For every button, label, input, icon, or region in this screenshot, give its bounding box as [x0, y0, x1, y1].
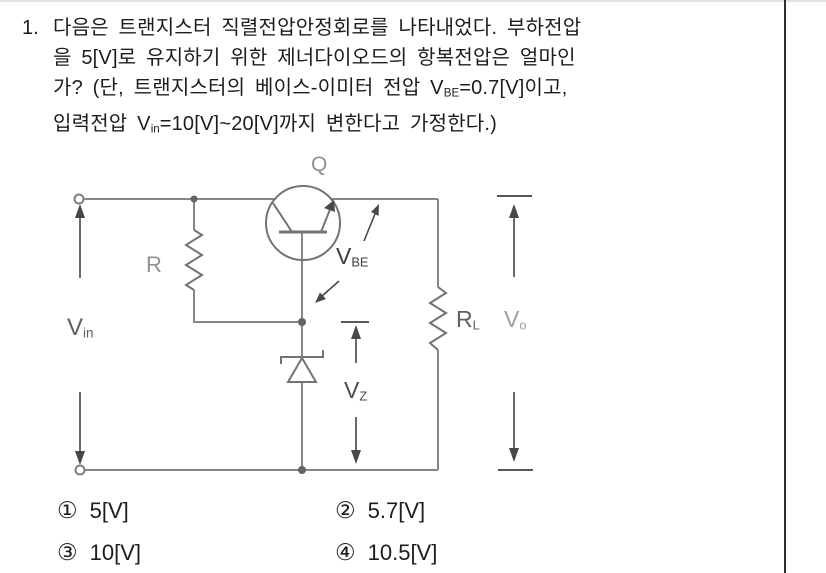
vbe-arrow-emitter-head: [371, 204, 379, 216]
vin-subscript: in: [150, 122, 160, 136]
choice-3: ③ 10[V]: [57, 539, 335, 566]
zener-anode-triangle: [286, 356, 318, 383]
label-vo-sub: o: [519, 317, 527, 333]
label-vo-main: V: [504, 306, 520, 332]
choice-1: ① 5[V]: [57, 497, 335, 524]
label-vz-sub: Z: [359, 388, 368, 404]
transistor-emitter-arrowhead: [324, 200, 335, 212]
choice-3-label: 10[V]: [89, 540, 141, 565]
vz-measure: [341, 321, 369, 464]
question-line-3-pre: 가? (단, 트랜지스터의 베이스-이미터 전압 V: [53, 77, 444, 99]
question-line-4-pre: 입력전압 V: [53, 112, 151, 135]
vo-arrow-up-head: [509, 204, 519, 218]
label-vz-main: V: [344, 377, 360, 403]
question-line-3-post: =0.7[V]이고,: [459, 77, 568, 99]
question-line-4-post: =10[V]~20[V]까지 변한다고 가정한다.): [159, 112, 498, 135]
question-text: 다음은 트랜지스터 직렬전압안정회로를 나타내었다. 부하전압 을 5[V]로 …: [53, 13, 772, 144]
label-vin: Vin: [67, 314, 93, 342]
question-line-2: 을 5[V]로 유지하기 위한 제너다이오드의 항복전압은 얼마인: [53, 43, 772, 73]
question-line-1-text: 다음은 트랜지스터 직렬전압안정회로를 나타내었다. 부하전압: [53, 17, 582, 39]
label-vz: VZ: [344, 377, 367, 404]
transistor-emitter-lead: [320, 206, 332, 233]
choice-2: ② 5.7[V]: [335, 497, 437, 524]
label-vo: Vo: [504, 306, 527, 333]
question-number: 1.: [22, 17, 39, 39]
label-vin-main: V: [67, 314, 84, 341]
vin-arrow-down-head: [75, 451, 85, 465]
label-rl-sub: L: [472, 317, 480, 333]
vo-arrow-down-head: [509, 448, 519, 462]
label-rl-main: R: [456, 306, 473, 332]
vin-arrow-up-head: [75, 204, 85, 218]
question-line-2-text: 을 5[V]로 유지하기 위한 제너다이오드의 항복전압은 얼마인: [53, 47, 576, 69]
input-terminal-top: [73, 193, 85, 205]
vo-measure: [497, 195, 533, 471]
label-rl: RL: [456, 306, 480, 333]
label-vbe-main: V: [336, 243, 352, 269]
label-r-text: R: [146, 252, 162, 277]
zener-diode: [280, 350, 324, 383]
answer-choices: ① 5[V] ② 5.7[V] ③ 10[V] ④ 10.5[V]: [57, 497, 437, 566]
vbe-arrow-base-head: [315, 292, 326, 303]
node-r-top: [190, 195, 198, 203]
label-vbe-sub: BE: [351, 254, 369, 270]
choice-3-number: ③: [57, 539, 78, 565]
vbe-subscript: BE: [443, 86, 460, 100]
transistor-q: [265, 185, 341, 261]
vz-arrow-down-head: [351, 450, 361, 464]
transistor-body-circle: [265, 185, 341, 261]
question-line-1: 다음은 트랜지스터 직렬전압안정회로를 나타내었다. 부하전압: [53, 13, 772, 43]
node-base: [298, 318, 306, 326]
transistor-collector-lead: [272, 202, 293, 233]
page-top-edge: [0, 0, 826, 2]
question-line-3: 가? (단, 트랜지스터의 베이스-이미터 전압 VBE=0.7[V]이고,: [53, 73, 772, 109]
vbe-pointers: [315, 204, 379, 303]
vz-arrow-up-head: [351, 325, 361, 339]
column-divider: [784, 0, 786, 573]
label-vbe: VBE: [336, 243, 369, 270]
label-q: Q: [311, 153, 327, 177]
choice-4: ④ 10.5[V]: [335, 539, 437, 566]
question: 1. 다음은 트랜지스터 직렬전압안정회로를 나타내었다. 부하전압 을 5[V…: [22, 13, 772, 144]
vbe-arrow-base-shaft: [321, 280, 340, 297]
circuit-wires: [84, 198, 439, 471]
label-vin-sub: in: [83, 325, 94, 341]
question-line-4: 입력전압 Vin=10[V]~20[V]까지 변한다고 가정한다.): [53, 109, 772, 145]
choice-1-label: 5[V]: [89, 498, 129, 523]
resistor-r-bottom-lead: [193, 290, 298, 323]
choice-4-number: ④: [335, 539, 356, 565]
vbe-arrow-emitter-shaft: [363, 213, 376, 242]
vin-measure: [75, 204, 85, 465]
node-bottom: [298, 466, 306, 474]
choice-1-number: ①: [57, 497, 78, 523]
label-r: R: [146, 252, 162, 278]
choice-2-label: 5.7[V]: [367, 498, 426, 523]
resistor-rl: [428, 286, 448, 351]
input-terminal-bottom: [74, 464, 86, 476]
choice-4-label: 10.5[V]: [367, 540, 438, 565]
label-q-text: Q: [311, 153, 328, 176]
choice-2-number: ②: [335, 497, 356, 523]
resistor-r: [184, 229, 204, 291]
